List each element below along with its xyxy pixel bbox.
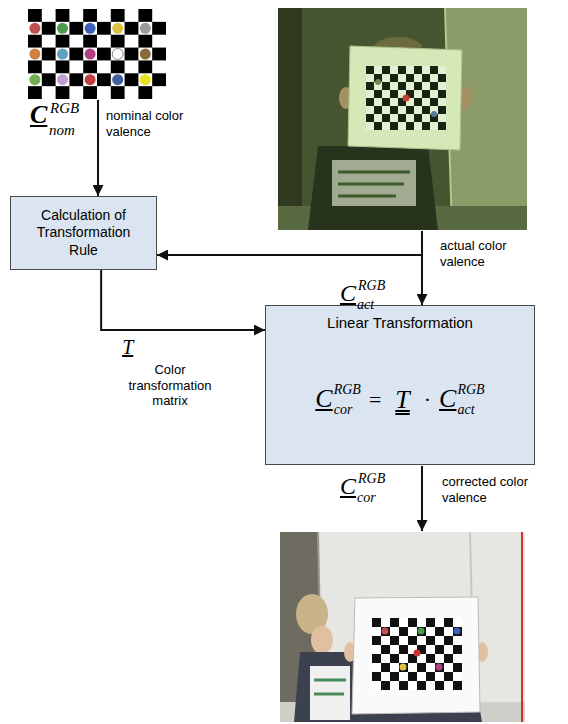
color-patch [29, 74, 40, 85]
color-patch [29, 23, 40, 34]
photo-board [352, 597, 480, 714]
symbol-subscript: nom [49, 122, 75, 139]
color-patch [112, 49, 123, 60]
symbol-superscript: RGB [358, 471, 385, 486]
photo-board [348, 46, 462, 150]
formula-symbol: CRGB act [439, 383, 485, 417]
flow-connector [101, 270, 265, 330]
flow-arrow [421, 466, 423, 531]
symbol-base: C [340, 280, 356, 306]
formula-symbol: CRGB cor [315, 383, 361, 417]
box-title: Linear Transformation [327, 314, 473, 333]
annotation: actual color valence [440, 238, 524, 269]
symbol-superscript: RGB [358, 278, 385, 293]
photo-patch [436, 664, 443, 671]
symbol-superscript: RGB [457, 383, 484, 397]
formula-operator: = [369, 387, 381, 413]
photo-person [308, 146, 438, 230]
annotation: Color transformation matrix [118, 362, 222, 409]
color-patch [57, 74, 68, 85]
symbol-subscript: cor [357, 490, 376, 505]
photo-checker [372, 618, 462, 690]
symbol-subscript: act [357, 297, 374, 312]
photo-patch [403, 95, 410, 102]
formula-operator: · [424, 387, 431, 413]
process-box: Calculation of Transformation Rule [10, 196, 157, 270]
symbol-base: C [340, 473, 356, 499]
photo-edge-mark [521, 532, 523, 722]
photo-patch [382, 628, 389, 635]
flow-arrow [97, 100, 99, 196]
color-patch [29, 49, 40, 60]
flow-arrow [421, 231, 423, 305]
photo-shirt-print [314, 680, 346, 694]
photo-patch [418, 628, 425, 635]
checker-board [28, 9, 166, 99]
color-patch [140, 23, 151, 34]
symbol-subscript: cor [334, 403, 361, 417]
color-patch [112, 23, 123, 34]
color-patches [29, 23, 150, 85]
photo-patch [400, 664, 407, 671]
photo-checker [366, 66, 446, 130]
edge-label: T [121, 335, 134, 359]
color-checker-chart [28, 9, 166, 99]
photo-patch [454, 628, 461, 635]
process-box: Linear TransformationCRGBcor=T·CRGBact [265, 305, 535, 465]
color-patch [140, 49, 151, 60]
annotation: corrected color valence [442, 474, 528, 505]
photo-patch [414, 650, 421, 657]
photo-shirt [332, 160, 416, 206]
symbol-base: C [439, 385, 456, 414]
box-title: Calculation of Transformation Rule [28, 207, 140, 260]
formula: CRGBcor=T·CRGBact [315, 383, 484, 417]
symbol-subscript: act [457, 403, 484, 417]
annotation: nominal color valence [106, 108, 192, 139]
color-patch [57, 23, 68, 34]
color-patch [85, 23, 96, 34]
photo-patch [375, 79, 381, 85]
matrix-symbol: T [395, 385, 409, 415]
symbol-indices: RGB cor [334, 383, 361, 417]
color-patch [57, 49, 68, 60]
photo-patch [431, 111, 437, 117]
photo-face [311, 626, 333, 654]
photo-door [278, 8, 302, 230]
output-photo [280, 532, 525, 722]
symbol-superscript: RGB [334, 383, 361, 397]
color-patch [140, 74, 151, 85]
symbol-base: C [30, 101, 47, 130]
symbol-superscript: RGB [50, 100, 79, 117]
photo-ground [278, 8, 527, 230]
flow-arrow [157, 254, 422, 256]
color-patch [112, 74, 123, 85]
color-patch [85, 49, 96, 60]
color-patch [85, 74, 96, 85]
input-photo [278, 8, 527, 230]
photo-ground [280, 532, 525, 722]
symbol-base: C [315, 385, 332, 414]
photo-shirt-print [338, 172, 410, 196]
photo-shirt [310, 666, 350, 720]
symbol-indices: RGB act [457, 383, 484, 417]
